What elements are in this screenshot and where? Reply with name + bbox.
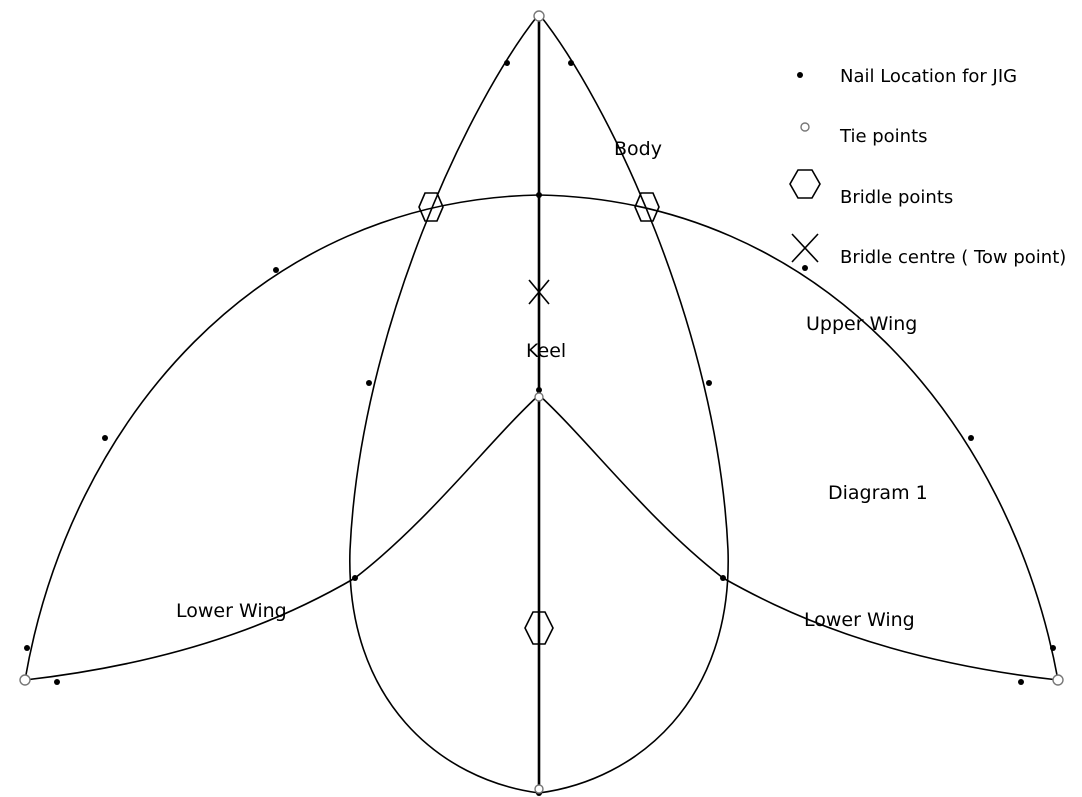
- upper-wing-label: Upper Wing: [806, 313, 917, 335]
- tie-point: [534, 392, 544, 402]
- lower-wing-left-label: Lower Wing: [176, 600, 287, 622]
- legend-nail-symbol: [797, 72, 803, 78]
- legend-bridle-centre-text: Bridle centre ( Tow point): [840, 247, 1066, 268]
- bridle-centre-cross: [528, 279, 550, 305]
- bridle-point-hexagon: [524, 611, 554, 645]
- legend-tie-symbol: [800, 122, 810, 132]
- nail-locations: [24, 60, 1056, 796]
- body-label: Body: [614, 138, 662, 160]
- nail-point: [24, 645, 30, 651]
- tie-point: [1052, 674, 1064, 686]
- nail-point: [504, 60, 510, 66]
- nail-point: [366, 380, 372, 386]
- tie-point: [533, 10, 545, 22]
- legend-tie-text: Tie points: [839, 126, 928, 147]
- bridle-point-hexagon: [418, 192, 444, 222]
- legend-bridle-symbol: [789, 169, 821, 199]
- diagram-title: Diagram 1: [828, 482, 928, 504]
- legend-bridle-text: Bridle points: [840, 187, 953, 208]
- bridle-points: [418, 192, 660, 645]
- legend-cross-stroke: [791, 233, 819, 263]
- tie-points: [19, 10, 1064, 794]
- tie-point: [19, 674, 31, 686]
- legend-nail-text: Nail Location for JIG: [840, 66, 1017, 87]
- nail-point: [536, 387, 542, 393]
- lower-wing-right-label: Lower Wing: [804, 609, 915, 631]
- bridle-point-hexagon: [634, 192, 660, 222]
- legend: Nail Location for JIG Tie points Bridle …: [789, 66, 1066, 268]
- nail-point: [102, 435, 108, 441]
- keel-label: Keel: [526, 340, 566, 362]
- nail-point: [1050, 645, 1056, 651]
- cross-stroke: [528, 279, 550, 305]
- nail-point: [273, 267, 279, 273]
- tie-point: [534, 784, 544, 794]
- nail-point: [54, 679, 60, 685]
- nail-point: [802, 265, 808, 271]
- nail-point: [706, 380, 712, 386]
- nail-point: [352, 575, 358, 581]
- nail-point: [720, 575, 726, 581]
- nail-point: [568, 60, 574, 66]
- nail-point: [1018, 679, 1024, 685]
- nail-point: [536, 192, 542, 198]
- lower-wing-right-outline: [538, 394, 1059, 681]
- nail-point: [968, 435, 974, 441]
